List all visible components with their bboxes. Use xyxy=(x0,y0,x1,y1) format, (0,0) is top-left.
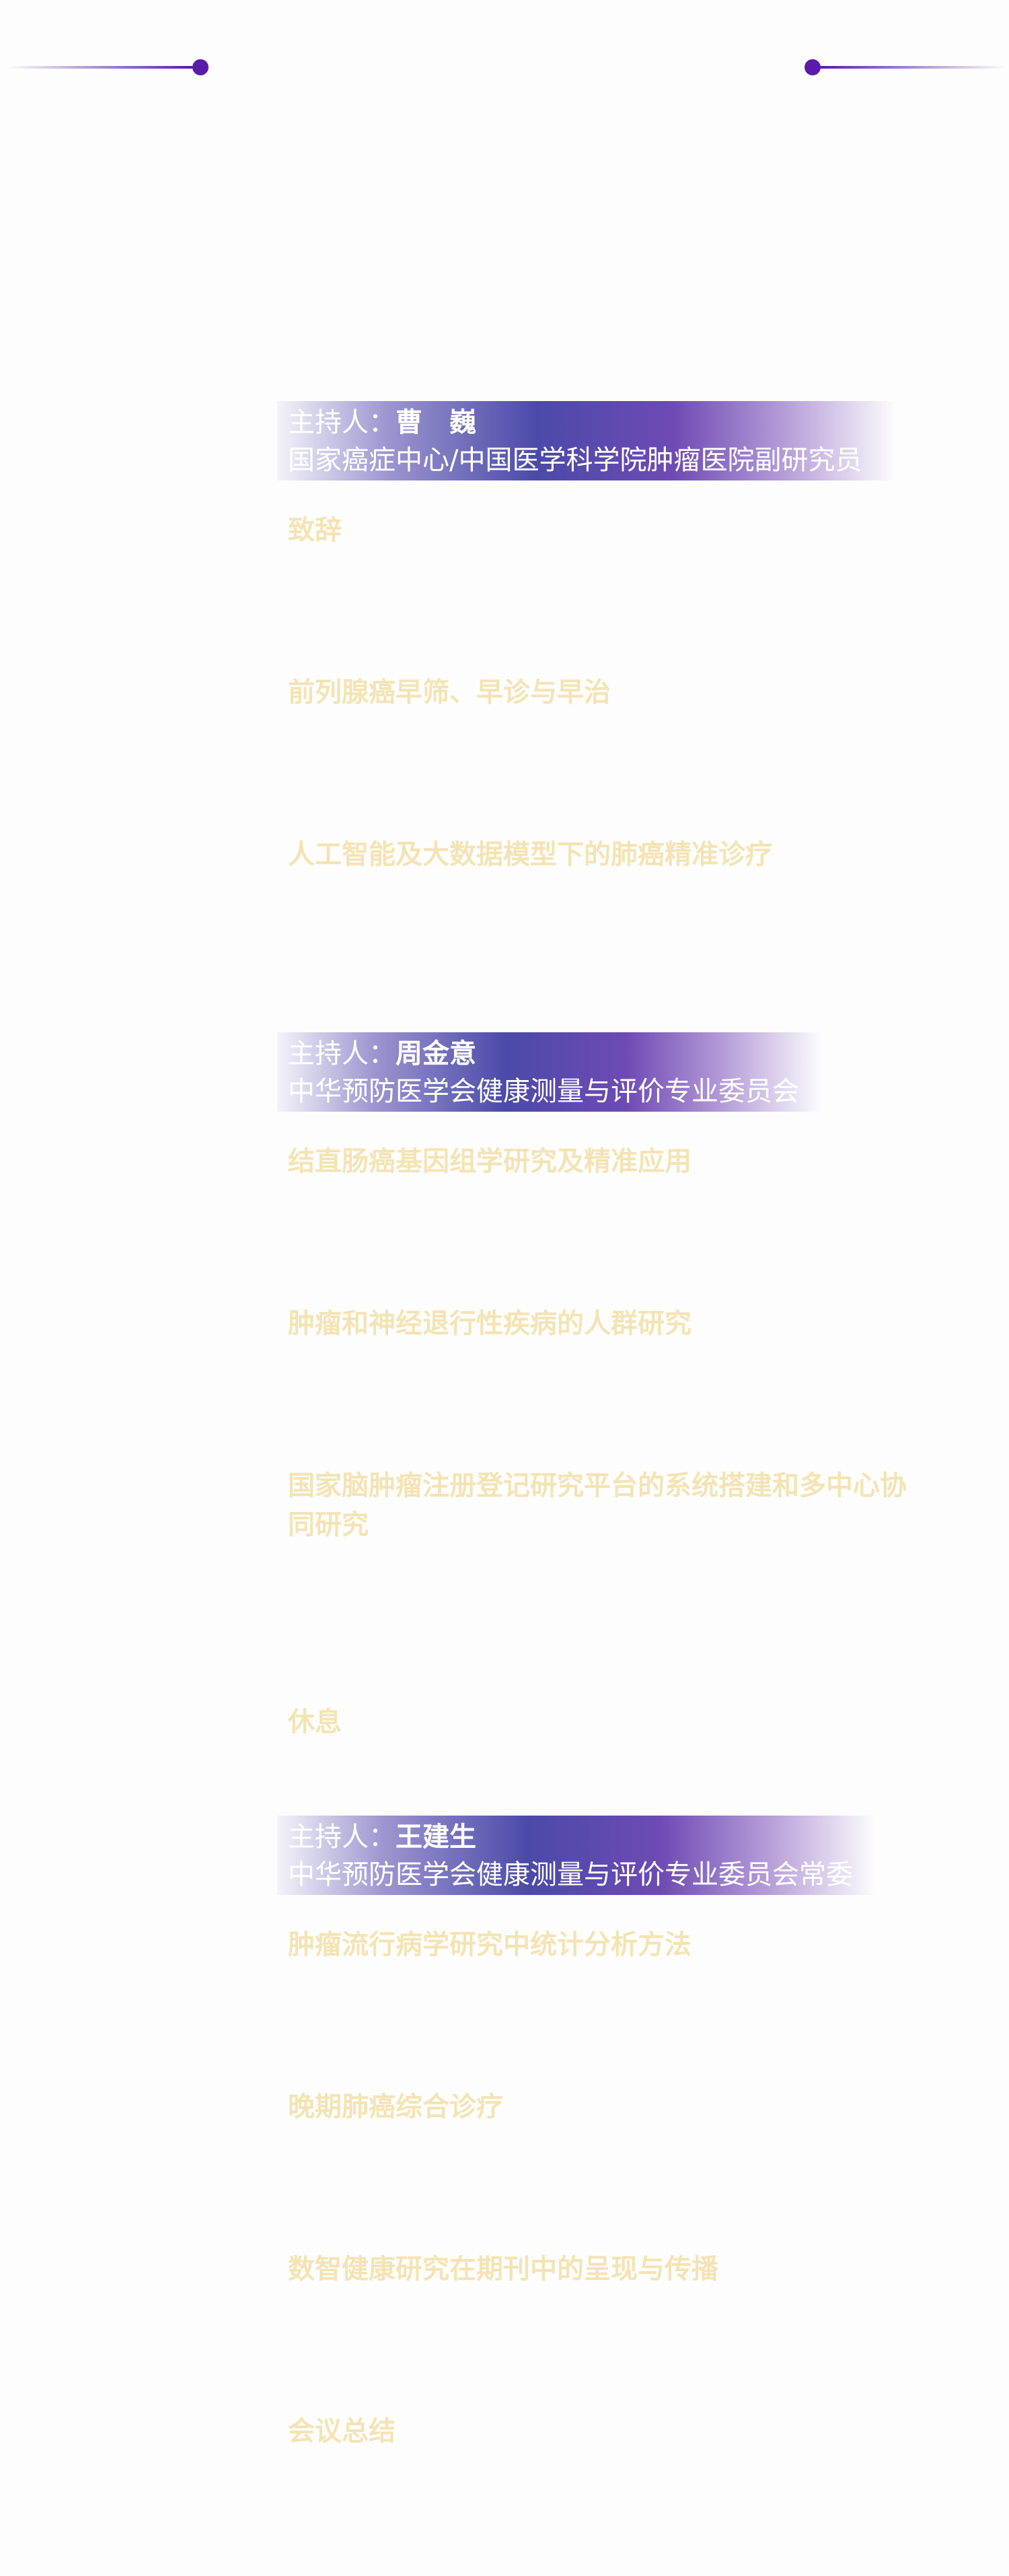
host-name: 周金意 xyxy=(396,1038,476,1069)
host-title: 中华预防医学会健康测量与评价专业委员会 xyxy=(288,1076,799,1107)
agenda-topic: 肿瘤和神经退行性疾病的人群研究 xyxy=(288,1308,692,1339)
session-3-host-banner: 主持人：王建生 中华预防医学会健康测量与评价专业委员会常委 xyxy=(277,1816,876,1895)
host-line: 主持人：王建生 xyxy=(288,1820,476,1855)
decoration-line xyxy=(821,66,1006,69)
agenda-topic: 致辞 xyxy=(288,515,342,546)
agenda-topic: 人工智能及大数据模型下的肺癌精准诊疗 xyxy=(288,839,772,870)
agenda-topic: 肿瘤流行病学研究中统计分析方法 xyxy=(288,1929,692,1960)
agenda-topic: 晚期肺癌综合诊疗 xyxy=(288,2091,503,2122)
host-label: 主持人： xyxy=(288,407,396,438)
header-decoration-left xyxy=(7,59,209,75)
agenda-topic: 会议总结 xyxy=(288,2416,396,2447)
header-decoration-right xyxy=(805,59,1006,75)
host-title: 国家癌症中心/中国医学科学院肿瘤医院副研究员 xyxy=(288,445,862,476)
session-2-host-banner: 主持人：周金意 中华预防医学会健康测量与评价专业委员会 xyxy=(277,1032,822,1112)
session-1-host-banner: 主持人：曹 巍 国家癌症中心/中国医学科学院肿瘤医院副研究员 xyxy=(277,401,896,480)
host-name: 曹 巍 xyxy=(396,407,476,438)
decoration-line xyxy=(7,66,192,69)
host-label: 主持人： xyxy=(288,1822,396,1853)
agenda-topic: 休息 xyxy=(288,1707,342,1738)
agenda-topic: 数智健康研究在期刊中的呈现与传播 xyxy=(288,2254,718,2285)
agenda-topic: 国家脑肿瘤注册登记研究平台的系统搭建和多中心协同研究 xyxy=(288,1470,907,1540)
decoration-dot xyxy=(192,59,209,75)
host-line: 主持人：周金意 xyxy=(288,1036,476,1071)
agenda-topic: 结直肠癌基因组学研究及精准应用 xyxy=(288,1146,692,1177)
decoration-dot xyxy=(805,59,821,75)
host-name: 王建生 xyxy=(396,1822,476,1853)
host-title: 中华预防医学会健康测量与评价专业委员会常委 xyxy=(288,1859,853,1890)
host-line: 主持人：曹 巍 xyxy=(288,405,476,440)
host-label: 主持人： xyxy=(288,1038,396,1069)
agenda-topic: 前列腺癌早筛、早诊与早治 xyxy=(288,677,611,708)
